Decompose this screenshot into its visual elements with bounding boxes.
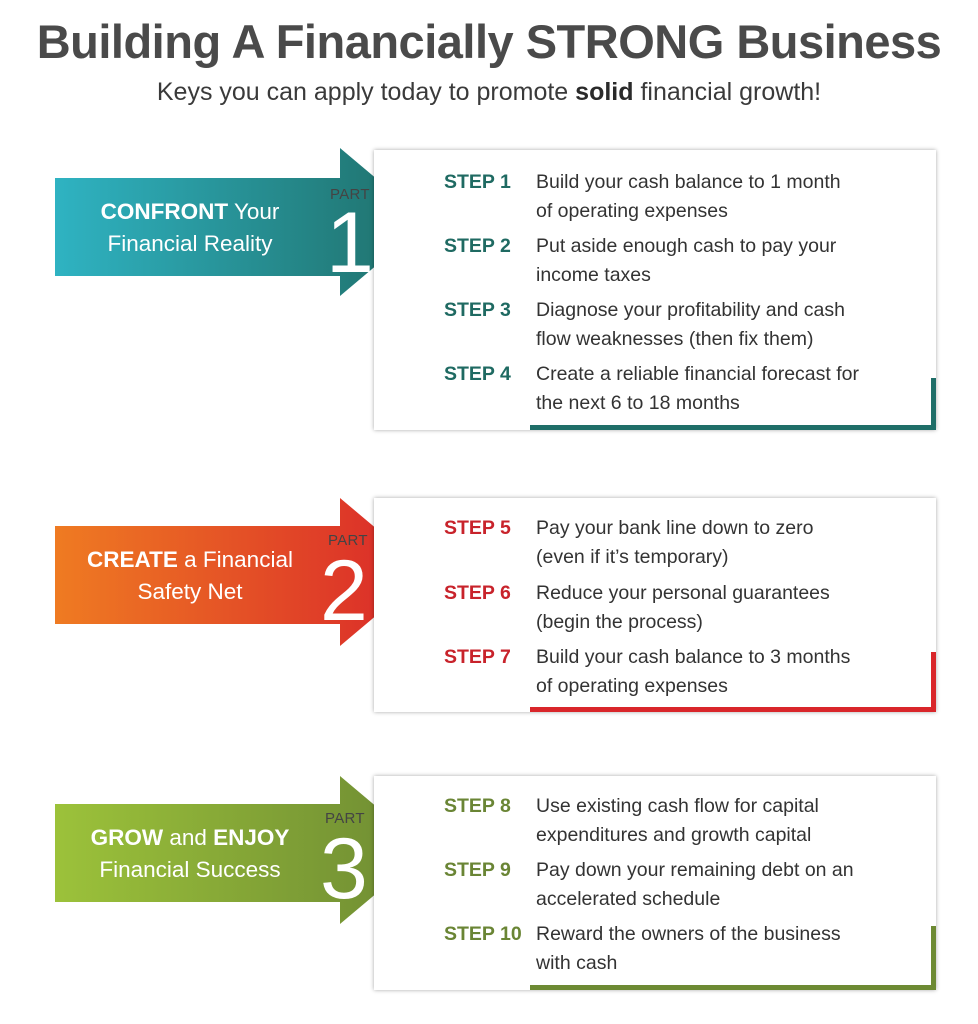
- step-label: STEP 5: [444, 517, 511, 539]
- step-text-line1: Reduce your personal guarantees: [536, 582, 830, 604]
- part-1-steps-box: STEP 1 Build your cash balance to 1 mont…: [374, 150, 936, 430]
- step-text: Pay your bank line down to zero (even if …: [536, 514, 928, 572]
- step-text-line1: Pay your bank line down to zero: [536, 517, 814, 539]
- step-text-line2: the next 6 to 18 months: [536, 392, 740, 414]
- step-label: STEP 7: [444, 646, 511, 668]
- part-2-arrow: [55, 498, 428, 646]
- step-label: STEP 3: [444, 299, 511, 321]
- step-text: Diagnose your profitability and cash flow…: [536, 296, 928, 354]
- step-text-line2: (begin the process): [536, 611, 703, 633]
- step-label: STEP 8: [444, 795, 511, 817]
- step-text-line1: Pay down your remaining debt on an: [536, 859, 854, 881]
- step-text-line2: of operating expenses: [536, 200, 728, 222]
- part-3-accent-side: [931, 926, 936, 990]
- step-text-line1: Create a reliable financial forecast for: [536, 363, 859, 385]
- step-label: STEP 10: [444, 923, 522, 945]
- subtitle-emphasis: solid: [575, 78, 634, 106]
- step-text: Reduce your personal guarantees (begin th…: [536, 579, 928, 637]
- step-text: Create a reliable financial forecast for…: [536, 360, 928, 418]
- part-2-accent-side: [931, 652, 936, 712]
- part-2-label-bold: CREATE: [87, 547, 178, 572]
- step-label: STEP 1: [444, 171, 511, 193]
- part-2-word: PART: [328, 532, 368, 549]
- part-1-label-rest: Your: [228, 199, 280, 224]
- step-text: Pay down your remaining debt on an accele…: [536, 856, 928, 914]
- step-text-line1: Use existing cash flow for capital: [536, 795, 819, 817]
- page-title: Building A Financially STRONG Business: [36, 15, 942, 68]
- part-3-label: GROW and ENJOY Financial Success: [56, 822, 324, 886]
- part-3-section: GROW and ENJOY Financial Success PART 3 …: [0, 774, 978, 999]
- part-2-label: CREATE a Financial Safety Net: [56, 544, 324, 608]
- subtitle-end: financial growth!: [633, 78, 822, 106]
- step-text-line1: Build your cash balance to 3 months: [536, 646, 851, 668]
- part-3-accent-bar: [530, 985, 936, 990]
- part-3-label-bold: GROW: [90, 825, 164, 850]
- step-text-line2: income taxes: [536, 264, 651, 286]
- step-label: STEP 9: [444, 859, 511, 881]
- part-3-arrow: [55, 776, 428, 924]
- part-2-section: CREATE a Financial Safety Net PART 2 STE…: [0, 496, 978, 721]
- step-label: STEP 2: [444, 235, 511, 257]
- step-label: STEP 4: [444, 363, 511, 385]
- part-1-section: CONFRONT Your Financial Reality PART 1 S…: [0, 148, 978, 438]
- page-subtitle: Keys you can apply today to promote soli…: [0, 78, 978, 107]
- step-text: Reward the owners of the business with ca…: [536, 920, 928, 978]
- part-1-label: CONFRONT Your Financial Reality: [56, 196, 324, 260]
- part-1-word: PART: [330, 186, 370, 203]
- step-text-line2: expenditures and growth capital: [536, 824, 812, 846]
- step-text: Build your cash balance to 3 months of op…: [536, 643, 928, 701]
- part-1-arrow: [55, 148, 428, 296]
- step-text-line2: with cash: [536, 952, 618, 974]
- subtitle-start: Keys you can apply today to promote: [156, 78, 576, 106]
- part-1-label-line2: Financial Reality: [107, 231, 273, 256]
- part-3-label-mid: and: [163, 825, 214, 850]
- part-1-accent-side: [931, 378, 936, 430]
- part-3-steps-box: STEP 8 Use existing cash flow for capita…: [374, 776, 936, 990]
- part-2-label-rest: a Financial: [177, 547, 293, 572]
- step-text-line2: flow weaknesses (then fix them): [536, 328, 814, 350]
- part-3-label-bold2: ENJOY: [213, 825, 290, 850]
- step-text: Build your cash balance to 1 month of ope…: [536, 168, 928, 226]
- step-text-line2: of operating expenses: [536, 675, 728, 697]
- step-label: STEP 6: [444, 582, 511, 604]
- part-2-accent-bar: [530, 707, 936, 712]
- step-text-line1: Build your cash balance to 1 month: [536, 171, 841, 193]
- part-2-number: 2: [320, 543, 368, 639]
- part-1-number: 1: [326, 195, 374, 291]
- part-1-label-bold: CONFRONT: [100, 199, 229, 224]
- part-3-number: 3: [320, 821, 368, 917]
- part-3-label-line2: Financial Success: [99, 857, 281, 882]
- part-2-steps-box: STEP 5 Pay your bank line down to zero (e…: [374, 498, 936, 712]
- part-1-accent-bar: [530, 425, 936, 430]
- step-text: Use existing cash flow for capital expend…: [536, 792, 928, 850]
- step-text: Put aside enough cash to pay your income …: [536, 232, 928, 290]
- step-text-line2: (even if it’s temporary): [536, 546, 729, 568]
- step-text-line2: accelerated schedule: [536, 888, 721, 910]
- part-3-word: PART: [325, 810, 365, 827]
- step-text-line1: Reward the owners of the business: [536, 923, 841, 945]
- step-text-line1: Diagnose your profitability and cash: [536, 299, 845, 321]
- step-text-line1: Put aside enough cash to pay your: [536, 235, 837, 257]
- part-2-label-line2: Safety Net: [137, 579, 243, 604]
